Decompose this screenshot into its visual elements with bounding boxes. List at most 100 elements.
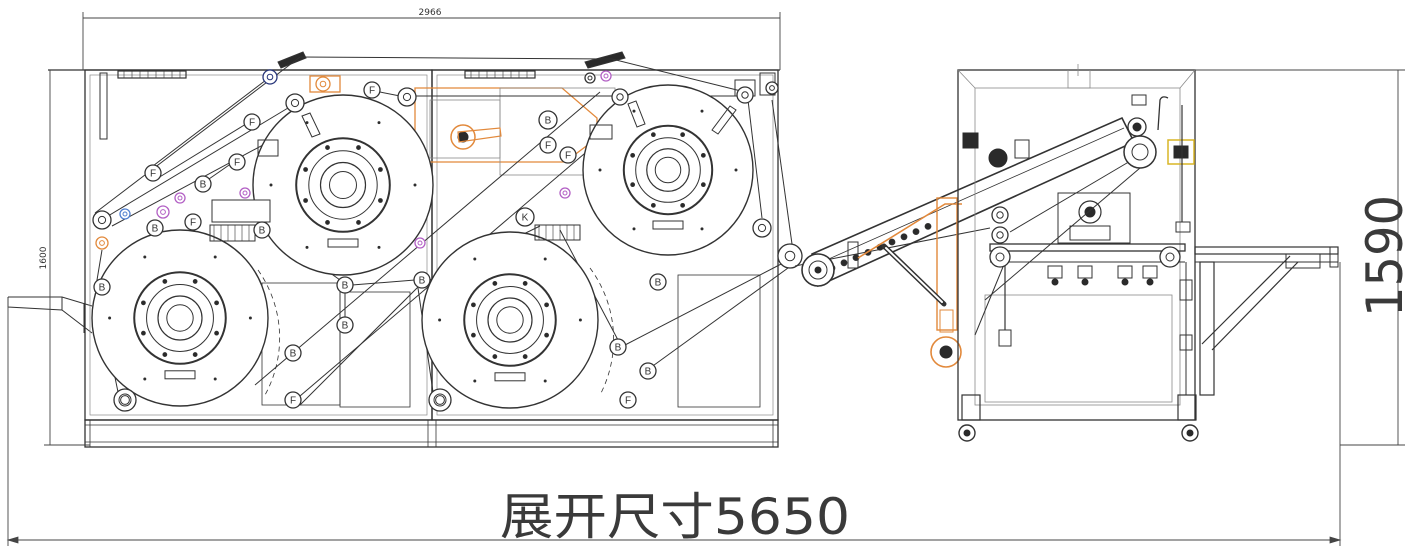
guide-roller <box>611 88 629 106</box>
conveyor-belt-inner-line <box>821 127 1125 263</box>
roller-outline <box>538 110 558 130</box>
roller-outline <box>752 218 772 238</box>
roller-label: B <box>655 278 662 289</box>
rail-end-roller <box>989 246 1011 268</box>
guide-roller: F <box>228 153 246 171</box>
material-web-path <box>299 56 613 60</box>
roller-outline <box>363 81 381 99</box>
guide-roller <box>736 86 754 104</box>
roller-outline <box>284 344 302 362</box>
orange-dancer-roller-hub <box>939 345 953 359</box>
roller-outline <box>611 88 629 106</box>
bolt-hole <box>325 145 330 150</box>
roller-label: F <box>545 141 551 152</box>
drive-motor-block <box>1057 192 1131 244</box>
left-vertical-bar <box>99 72 108 140</box>
roller-hub <box>995 252 1005 262</box>
material-web-path <box>351 279 416 286</box>
left-guide-block <box>257 139 279 157</box>
roller-hub <box>562 190 568 196</box>
roller-hub <box>120 395 130 405</box>
guide-roller <box>95 236 109 250</box>
idler-roller <box>991 226 1009 244</box>
table-top-rail <box>1194 246 1339 255</box>
roll-hub <box>646 148 690 192</box>
bolt-hole <box>141 330 146 336</box>
bolt-hole <box>162 352 168 357</box>
roll-dot <box>305 245 309 249</box>
roller-label: B <box>419 276 426 287</box>
roller-outline <box>174 192 186 204</box>
bolt-hole <box>650 132 656 138</box>
guide-roller: B <box>284 344 302 362</box>
roller-outline <box>156 205 170 219</box>
bolt-hole <box>650 202 656 208</box>
roller-outline <box>315 76 331 92</box>
roller-outline <box>184 213 202 231</box>
roll-outline <box>582 84 754 256</box>
roller-label: K <box>522 213 529 224</box>
guide-roller <box>752 218 772 238</box>
roll-outline <box>252 94 434 276</box>
bolt-hole <box>680 132 686 138</box>
roll-core <box>476 286 544 354</box>
inclined-conveyor <box>794 116 1136 368</box>
guide-roller: B <box>639 362 657 380</box>
table-strut-upper <box>1201 255 1291 345</box>
roller-outline <box>559 146 577 164</box>
right-cutter-bar <box>534 224 581 241</box>
rail-hanger-knob <box>1121 278 1129 286</box>
sensor-window <box>1173 145 1189 159</box>
roll-dot <box>377 245 381 249</box>
rail-hanger <box>1047 265 1063 279</box>
bolt-hole <box>700 152 706 158</box>
conveyor-chain-link <box>840 259 848 267</box>
roll-label-plate <box>327 238 359 248</box>
rail-hanger <box>1117 265 1133 279</box>
guide-roller <box>765 81 779 95</box>
roller-label: F <box>369 86 375 97</box>
guide-roller: F <box>144 164 162 182</box>
bolt-hole <box>544 332 549 338</box>
guide-roller: F <box>184 213 202 231</box>
guide-roller: B <box>93 278 111 296</box>
roll-label-plate <box>652 220 684 230</box>
drive-motor-shaft <box>1084 206 1096 218</box>
roller-label: F <box>565 151 571 162</box>
roller-outline <box>991 226 1009 244</box>
guide-roller: F <box>619 391 637 409</box>
right-knife-cylinder <box>627 100 646 128</box>
material-web-path <box>144 76 271 173</box>
left-knife-cylinder <box>301 112 321 138</box>
roller-outline <box>1159 246 1181 268</box>
material-web-path <box>157 123 247 179</box>
left-caster-hub <box>963 429 971 437</box>
material-web-path <box>747 99 763 219</box>
pressure-lever <box>1157 96 1169 131</box>
guide-roller: B <box>253 221 271 239</box>
guide-roller <box>262 69 278 85</box>
right-knife-arm <box>711 105 737 135</box>
guide-roller: F <box>243 113 261 131</box>
roller-outline <box>765 81 779 95</box>
roll-flange <box>622 124 714 216</box>
lower-right-material-roll <box>421 231 599 409</box>
roller-outline <box>253 221 271 239</box>
rod-clamp <box>998 329 1012 347</box>
roller-outline <box>397 87 417 107</box>
roll-dot <box>108 316 112 320</box>
roller-hub <box>417 240 423 246</box>
bolt-hole <box>471 302 476 308</box>
pressure-cylinder-head <box>1131 94 1147 106</box>
roll-dot <box>213 377 217 381</box>
roller-hub <box>769 85 775 91</box>
roller-label: B <box>290 349 297 360</box>
roller-hub <box>97 215 107 225</box>
roll-dot <box>543 379 547 383</box>
roller-outline <box>144 164 162 182</box>
roller-hub <box>1165 252 1175 262</box>
roll-flange <box>133 271 227 365</box>
roller-outline <box>336 316 354 334</box>
roller-outline <box>584 72 596 84</box>
roller-hub <box>177 195 183 201</box>
